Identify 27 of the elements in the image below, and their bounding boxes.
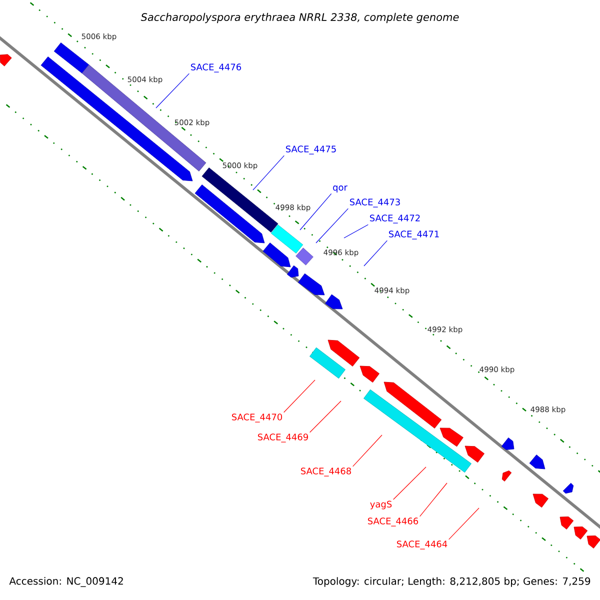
leader-line [316, 208, 348, 244]
gene-label: SACE_4473 [350, 198, 400, 208]
gene-label: SACE_4466 [368, 518, 418, 526]
leader-line [284, 380, 316, 413]
gene-label: SACE_4471 [388, 230, 439, 240]
gene-label: SACE_4468 [300, 468, 351, 476]
leader-line [344, 224, 368, 238]
title: Saccharopolyspora erythraea NRRL 2338, complete genome [140, 12, 459, 24]
gene-label: qor [333, 186, 348, 192]
leader-line [393, 466, 426, 500]
gene-label: SACE_4476 [190, 64, 242, 72]
leader-line [300, 193, 332, 230]
leader-line [420, 482, 448, 517]
leader-line [352, 434, 382, 467]
gene-label: yagS [370, 500, 392, 510]
leader-line [448, 508, 480, 540]
gene-label: SACE_4469 [258, 434, 308, 442]
leader-line [364, 240, 388, 266]
gene-label: SACE_4470 [232, 414, 282, 422]
footer-text: Accession: NC_009142 [9, 577, 123, 587]
gene-label: SACE_4472 [370, 214, 420, 224]
gene-label: SACE_4475 [286, 146, 336, 154]
leader-line [156, 73, 190, 108]
leader-line [310, 400, 342, 433]
gene-label: SACE_4464 [396, 540, 448, 550]
footer-text: Topology: circular; Length: 8,212,805 bp; Genes: 7,259 [312, 577, 590, 587]
leader-line [252, 155, 284, 190]
